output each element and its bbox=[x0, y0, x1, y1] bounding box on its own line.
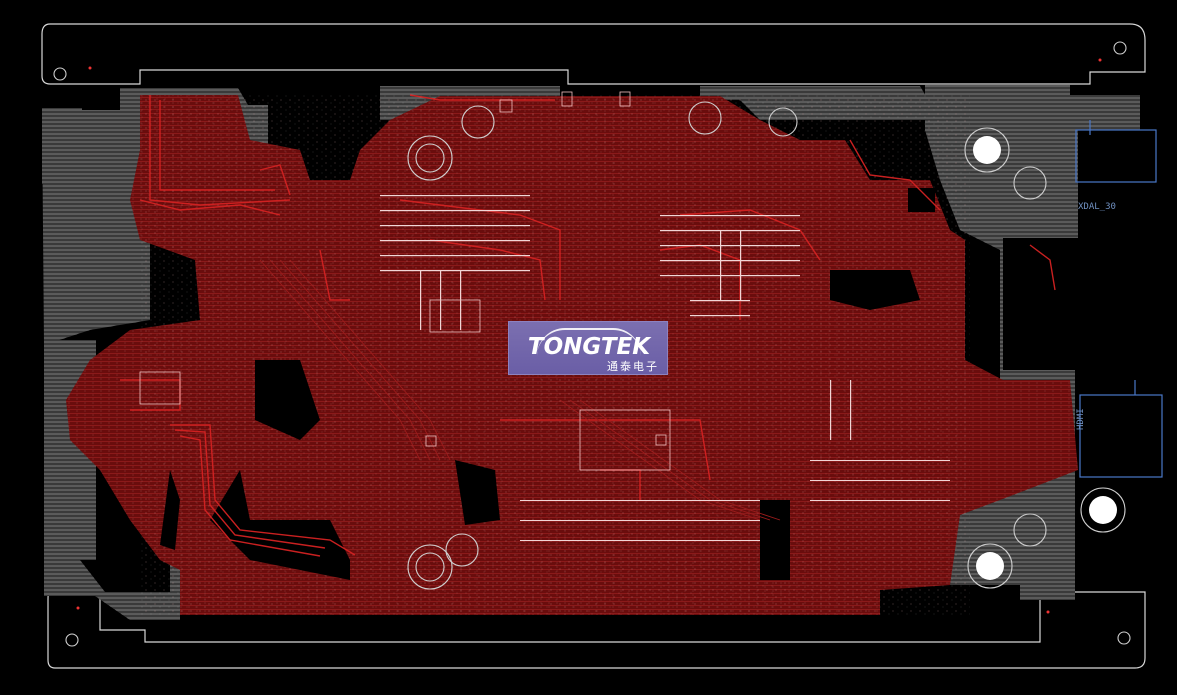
board-outline bbox=[41, 23, 1146, 85]
keepout-regions bbox=[160, 188, 935, 580]
right-ground-plane bbox=[925, 85, 1140, 600]
silkscreen-label-hdmi: HDMI bbox=[1076, 408, 1086, 430]
component-pads bbox=[380, 195, 950, 541]
tongtek-logo: TONGTEK 通泰电子 bbox=[508, 321, 668, 375]
ic-outlines bbox=[139, 91, 671, 471]
filled-holes bbox=[973, 136, 1117, 580]
fiducial-marks bbox=[76, 58, 1102, 614]
mounting-holes bbox=[53, 41, 1131, 647]
connector-outlines bbox=[1075, 120, 1163, 478]
left-ground-top bbox=[42, 108, 82, 184]
silkscreen-label-xdal: XDAL_30 bbox=[1078, 202, 1116, 212]
logo-brand-text: TONGTEK bbox=[527, 334, 651, 360]
logo-subtitle-text: 通泰电子 bbox=[607, 360, 659, 373]
logo-arc bbox=[537, 328, 641, 356]
diagonal-bus bbox=[259, 259, 781, 521]
